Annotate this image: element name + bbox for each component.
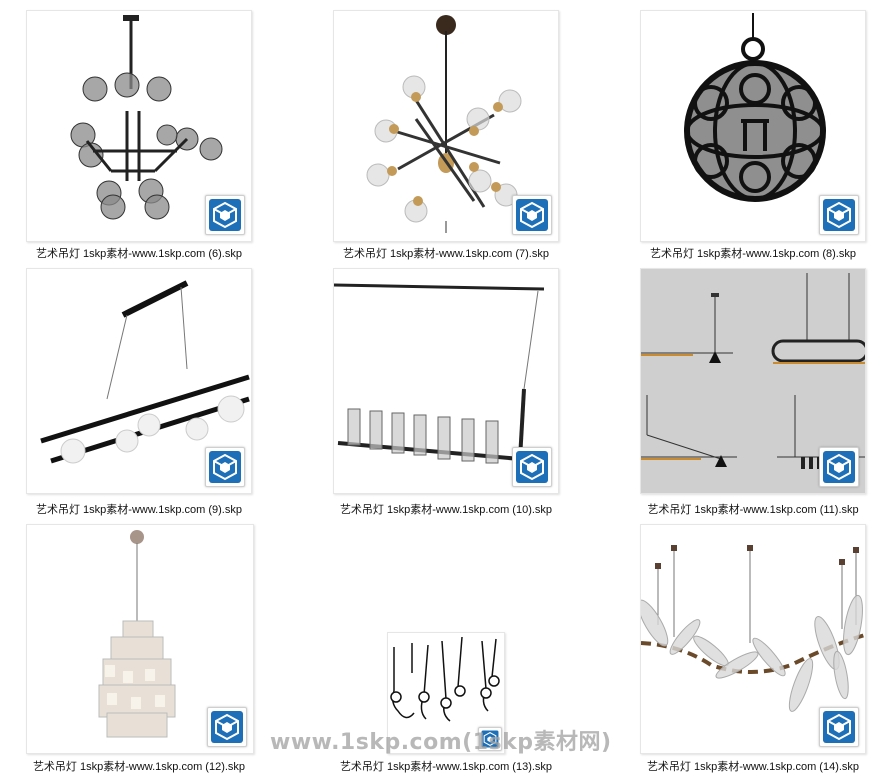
sketchup-file-badge xyxy=(512,195,552,235)
sketchup-icon xyxy=(211,711,243,743)
sketchup-file-badge xyxy=(819,707,859,747)
file-name[interactable]: 艺术吊灯 1skp素材-www.1skp.com (8).skp xyxy=(650,248,856,260)
wire-pendant-preview xyxy=(390,636,500,722)
sketchup-icon xyxy=(823,199,855,231)
file-thumbnail[interactable] xyxy=(640,10,866,242)
file-item[interactable]: 艺术吊灯 1skp素材-www.1skp.com (13).skp xyxy=(333,524,559,778)
file-name[interactable]: 艺术吊灯 1skp素材-www.1skp.com (14).skp xyxy=(646,761,860,773)
sketchup-file-badge xyxy=(207,707,247,747)
file-item[interactable]: 艺术吊灯 1skp素材-www.1skp.com (8).skp xyxy=(640,10,866,264)
sketchup-file-badge xyxy=(478,727,502,751)
sketchup-icon xyxy=(209,199,241,231)
sketchup-file-badge xyxy=(819,447,859,487)
file-name[interactable]: 艺术吊灯 1skp素材-www.1skp.com (7).skp xyxy=(343,248,549,260)
file-name[interactable]: 艺术吊灯 1skp素材-www.1skp.com (9).skp xyxy=(36,504,242,516)
crystal-feather-chandelier-preview xyxy=(641,545,865,712)
chandelier-preview xyxy=(366,15,522,233)
file-thumbnail[interactable] xyxy=(26,524,254,754)
sketchup-icon xyxy=(209,451,241,483)
linear-pendant-preview xyxy=(40,280,250,464)
file-item[interactable]: 艺术吊灯 1skp素材-www.1skp.com (11).skp xyxy=(640,268,866,522)
sketchup-file-badge xyxy=(512,447,552,487)
file-thumbnail[interactable] xyxy=(333,268,559,494)
file-item[interactable]: 艺术吊灯 1skp素材-www.1skp.com (6).skp xyxy=(26,10,252,264)
site-watermark: www.1skp.com(1skp素材网) xyxy=(270,730,612,755)
globe-lantern-preview xyxy=(684,13,826,202)
file-item[interactable]: 艺术吊灯 1skp素材-www.1skp.com (10).skp xyxy=(333,268,559,522)
file-name[interactable]: 艺术吊灯 1skp素材-www.1skp.com (10).skp xyxy=(339,504,553,516)
sketchup-file-badge xyxy=(205,195,245,235)
sketchup-icon xyxy=(823,711,855,743)
tube-pendant-preview xyxy=(334,283,545,464)
sketchup-icon xyxy=(481,730,499,748)
file-name[interactable]: 艺术吊灯 1skp素材-www.1skp.com (12).skp xyxy=(32,761,246,773)
sketchup-file-badge xyxy=(205,447,245,487)
file-thumbnail[interactable] xyxy=(387,632,505,754)
file-item[interactable]: 艺术吊灯 1skp素材-www.1skp.com (7).skp xyxy=(333,10,559,264)
file-item[interactable]: 艺术吊灯 1skp素材-www.1skp.com (14).skp xyxy=(640,524,866,778)
file-thumbnail[interactable] xyxy=(26,10,252,242)
file-name[interactable]: 艺术吊灯 1skp素材-www.1skp.com (6).skp xyxy=(36,248,242,260)
shell-chandelier-preview xyxy=(98,530,176,738)
file-name[interactable]: 艺术吊灯 1skp素材-www.1skp.com (11).skp xyxy=(647,504,859,516)
file-thumbnail[interactable] xyxy=(640,524,866,754)
file-item[interactable]: 艺术吊灯 1skp素材-www.1skp.com (9).skp xyxy=(26,268,252,522)
sketchup-icon xyxy=(516,451,548,483)
file-item[interactable]: 艺术吊灯 1skp素材-www.1skp.com (12).skp xyxy=(26,524,254,778)
sketchup-icon xyxy=(823,451,855,483)
file-thumbnail[interactable] xyxy=(640,268,866,494)
sketchup-file-badge xyxy=(819,195,859,235)
sketchup-icon xyxy=(516,199,548,231)
file-name[interactable]: 艺术吊灯 1skp素材-www.1skp.com (13).skp xyxy=(339,761,553,773)
file-thumbnail[interactable] xyxy=(333,10,559,242)
file-thumbnail[interactable] xyxy=(26,268,252,494)
chandelier-preview xyxy=(70,15,223,220)
